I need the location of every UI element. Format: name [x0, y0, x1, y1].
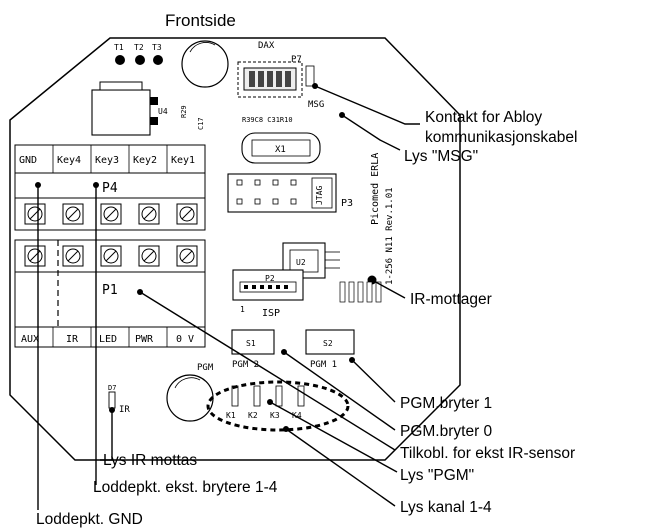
label-msg: MSG: [308, 100, 324, 110]
label-pgm: PGM: [197, 363, 214, 373]
isp-connector-p2: P2 1 ISP: [232, 269, 304, 319]
label-isp-pin: 1: [240, 305, 245, 314]
label-s1: S1: [246, 339, 256, 348]
leader-lines: [35, 83, 420, 510]
callout-pgm-bryter-1: PGM.bryter 1: [400, 395, 492, 412]
p4-pin-key4: Key4: [57, 155, 81, 166]
label-u2: U2: [296, 258, 306, 267]
label-jtag: JTAG: [315, 186, 324, 205]
label-c17: C17: [197, 117, 205, 130]
p1-pin-aux: AUX: [21, 334, 39, 345]
k-label-2: K2: [248, 411, 258, 420]
callout-abloy-line1: Kontakt for Abloy: [425, 109, 542, 126]
label-p3: P3: [341, 198, 353, 209]
label-s2: S2: [323, 339, 333, 348]
label-pgm2: PGM 2: [232, 360, 259, 370]
callout-lys-pgm: Lys "PGM": [400, 467, 474, 484]
p1-pin-pwr: PWR: [135, 334, 154, 345]
label-p2: P2: [265, 274, 275, 283]
label-p4: P4: [102, 181, 118, 196]
resistor-bank-right: [339, 281, 382, 303]
ir-receiver-u2: U2: [282, 242, 377, 285]
terminal-block-p1: P1 AUX IR LED PWR 0 V: [14, 239, 206, 348]
test-points: T1 T2 T3: [114, 43, 163, 65]
k-label-1: K1: [226, 411, 236, 420]
callout-ir-mottager: IR-mottager: [410, 291, 492, 308]
label-r29: R29: [180, 105, 188, 118]
switch-s1: S1 PGM 2: [231, 329, 275, 370]
callout-loddepkt-ekst: Loddepkt. ekst. brytere 1-4: [93, 479, 278, 496]
callout-abloy-line2: kommunikasjonskabel: [425, 129, 578, 146]
k-label-4: K4: [292, 411, 302, 420]
label-p1: P1: [102, 283, 118, 298]
buzzer-bottom: [166, 374, 214, 422]
buzzer-top: [181, 40, 229, 88]
regulator-u4: U4 R29 C17: [91, 81, 205, 136]
diagram-title: Frontside: [165, 11, 236, 30]
channel-leds-highlight: [206, 380, 350, 432]
p1-pin-led: LED: [99, 334, 117, 345]
p4-pin-key3: Key3: [95, 155, 119, 166]
label-u4: U4: [158, 107, 168, 116]
label-pgm1: PGM 1: [310, 360, 337, 370]
label-t3: T3: [152, 43, 162, 52]
k-label-3: K3: [270, 411, 280, 420]
p4-pin-key1: Key1: [171, 155, 195, 166]
board-rev-text: 1-256 N11 Rev.1.01: [385, 187, 395, 285]
label-x1: X1: [275, 145, 286, 155]
switch-s2: S2 PGM 1: [305, 329, 355, 370]
jtag-header-p3: P3 JTAG: [227, 173, 353, 213]
p4-screws: [24, 203, 198, 225]
label-t2: T2: [134, 43, 144, 52]
crystal-x1: X1: [241, 132, 321, 164]
board-name-text: Picomed ERLA: [370, 153, 381, 225]
label-d7: D7: [108, 384, 116, 392]
label-resistors-top: R39C8 C31R10: [242, 116, 293, 124]
p4-pin-gnd: GND: [19, 155, 37, 166]
abloy-connector-p7: DAX P7 MSG R39C8 C31R10: [237, 41, 324, 124]
p1-pin-ir: IR: [66, 334, 79, 345]
label-p7: P7: [291, 55, 302, 65]
label-t1: T1: [114, 43, 124, 52]
label-ir: IR: [119, 405, 130, 415]
callout-lys-ir: Lys IR mottas: [103, 452, 197, 469]
p4-pin-key2: Key2: [133, 155, 157, 166]
p1-pin-0v: 0 V: [176, 334, 194, 345]
label-isp: ISP: [262, 308, 280, 319]
channel-leds: K1 K2 K3 K4: [206, 380, 350, 432]
label-dax: DAX: [258, 41, 275, 51]
callout-lys-kanal: Lys kanal 1-4: [400, 499, 492, 516]
callout-pgm-bryter-0: PGM.bryter 0: [400, 423, 493, 440]
terminal-block-p4: GND Key4 Key3 Key2 Key1 P4: [14, 144, 206, 231]
callout-tilkobl: Tilkobl. for ekst IR-sensor: [400, 445, 575, 462]
callout-lys-msg: Lys "MSG": [404, 148, 478, 165]
callout-loddepkt-gnd: Loddepkt. GND: [36, 511, 143, 528]
